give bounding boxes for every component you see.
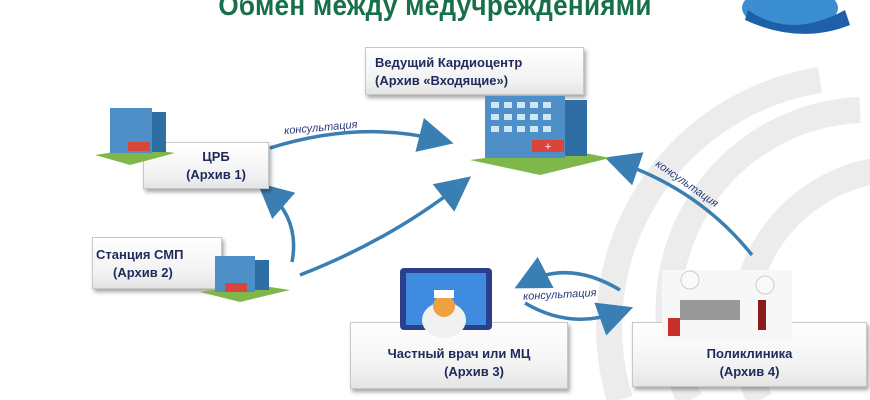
node-name: Частный врач или МЦ [387, 346, 531, 361]
doctor-monitor-icon [400, 268, 492, 338]
node-archive: (Архив 3) [444, 364, 504, 379]
node-name: ЦРБ [202, 149, 230, 164]
polyclinic-consultation-icon [662, 270, 792, 340]
arrow-smp-to-cardio [299, 176, 472, 277]
node-smp: Станция СМП (Архив 2) [92, 237, 222, 289]
arrow-poly-to-cardio [604, 152, 754, 257]
node-archive: (Архив 4) [719, 364, 780, 379]
arrow-private-to-poly [524, 301, 634, 336]
node-name: Поликлиника [706, 346, 793, 361]
arrow-smp-to-crb [257, 182, 296, 263]
node-archive: (Архив «Входящие») [375, 73, 509, 88]
node-cardio: Ведущий Кардиоцентр (Архив «Входящие») [365, 47, 584, 95]
node-archive: (Архив 1) [186, 167, 246, 182]
page-title: Обмен между медучреждениями [218, 0, 652, 22]
hospital-building-icon-cardio: + [470, 96, 610, 175]
arrow-poly-to-private [514, 256, 621, 292]
hospital-building-icon-crb [95, 108, 175, 165]
hospital-building-icon-smp [200, 256, 290, 302]
arrow-crb-to-cardio [269, 117, 454, 152]
svg-text:+: + [545, 141, 551, 153]
node-archive: (Архив 2) [113, 265, 173, 280]
node-name: Станция СМП [96, 247, 184, 262]
node-name: Ведущий Кардиоцентр [375, 55, 523, 70]
node-crb: ЦРБ (Архив 1) [143, 142, 269, 189]
